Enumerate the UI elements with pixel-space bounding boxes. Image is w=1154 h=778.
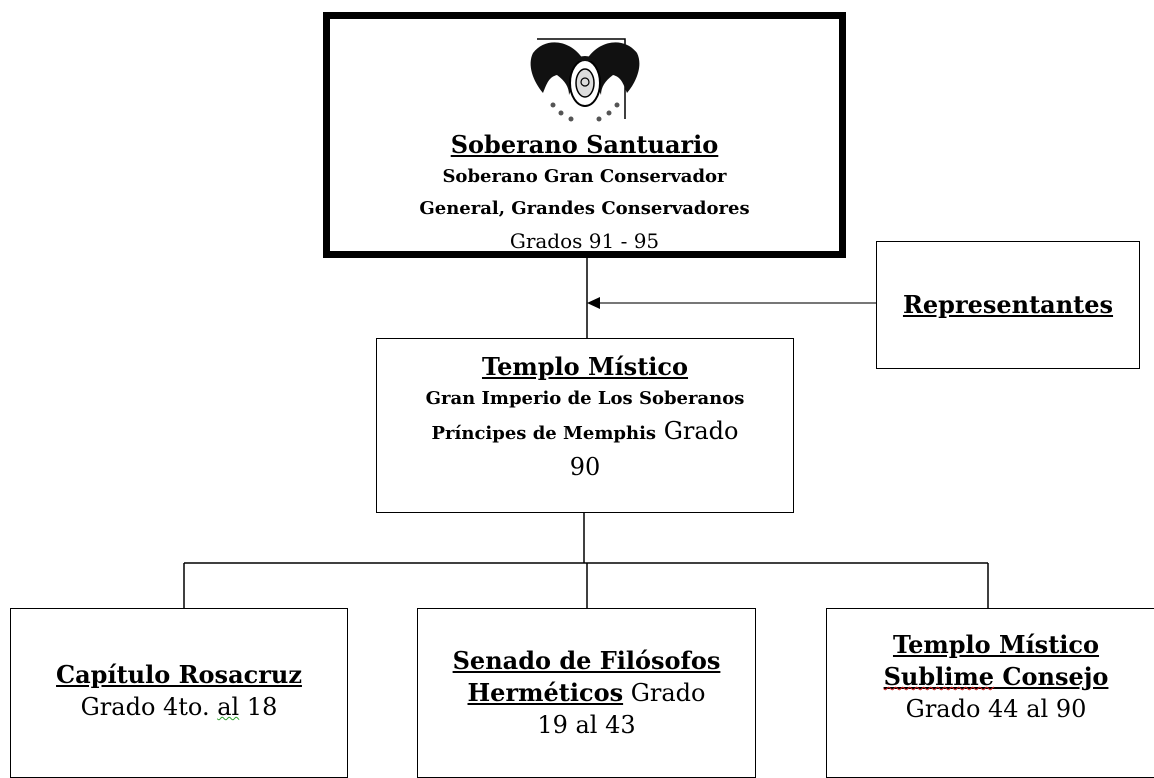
- senado-title-line-2: Herméticos: [467, 678, 624, 707]
- representantes-box: Representantes: [876, 241, 1140, 369]
- middle-title: Templo Místico: [481, 352, 689, 381]
- sublime-title-rest: Consejo: [994, 662, 1109, 691]
- soberano-santuario-box: Soberano Santuario Soberano Gran Conserv…: [323, 12, 846, 258]
- middle-line-3: 90: [569, 453, 601, 481]
- arrowhead-icon: [587, 297, 600, 309]
- capitulo-rosacruz-box: Capítulo Rosacruz Grado 4to. al 18: [10, 608, 348, 778]
- representantes-title: Representantes: [902, 290, 1114, 319]
- top-line-3: Grados 91 - 95: [509, 229, 660, 253]
- senado-text-a: Grado: [623, 679, 706, 707]
- templo-mistico-box: Templo Místico Gran Imperio de Los Sober…: [376, 338, 794, 513]
- eagle-emblem-icon: [530, 38, 639, 122]
- top-line-2: General, Grandes Conservadores: [419, 198, 750, 219]
- capitulo-text-a: Grado 4to.: [80, 693, 218, 721]
- sublime-title-word: Sublime: [883, 662, 995, 691]
- capitulo-text-c: 18: [239, 693, 278, 721]
- sublime-text: Grado 44 al 90: [905, 695, 1087, 723]
- middle-line-2-bold: Príncipes de Memphis: [431, 423, 657, 444]
- senado-filosofos-box: Senado de Filósofos Herméticos Grado 19 …: [417, 608, 756, 778]
- senado-text-b: 19 al 43: [537, 711, 636, 739]
- middle-line-2-reg: Grado: [656, 417, 739, 445]
- capitulo-text-b: al: [217, 693, 240, 721]
- capitulo-title: Capítulo Rosacruz: [56, 660, 302, 689]
- top-line-1: Soberano Gran Conservador: [442, 166, 727, 187]
- templo-sublime-box: Templo Místico Sublime Consejo Grado 44 …: [826, 608, 1154, 778]
- sublime-title-line-1: Templo Místico: [892, 630, 1100, 659]
- senado-title-line-1: Senado de Filósofos: [452, 646, 721, 675]
- top-title: Soberano Santuario: [450, 130, 719, 159]
- middle-line-1: Gran Imperio de Los Soberanos: [425, 388, 745, 409]
